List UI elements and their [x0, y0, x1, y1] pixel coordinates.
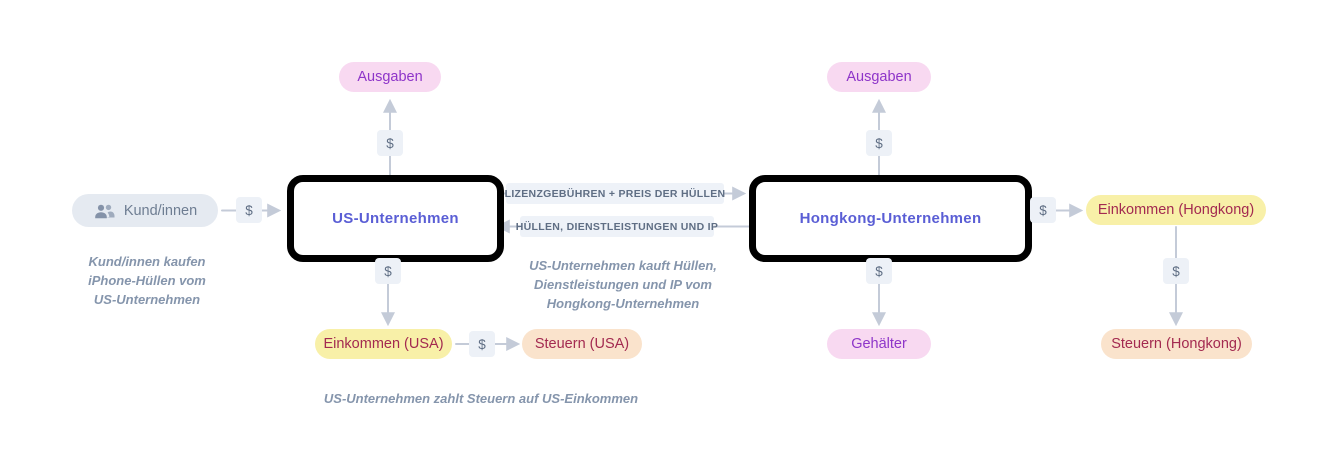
- edge-label-goods-services: HÜLLEN, DIENSTLEISTUNGEN UND IP: [516, 216, 718, 237]
- node-us-company-label: US-Unternehmen: [332, 210, 459, 227]
- node-expenses-hk-label: Ausgaben: [846, 69, 912, 85]
- dollar-symbol: $: [245, 202, 253, 218]
- edge-label-license-fees-text: LIZENZGEBÜHREN + PREIS DER HÜLLEN: [504, 187, 726, 200]
- dollar-badge-income-taxes-usa: $: [469, 331, 495, 357]
- node-taxes-usa: Steuern (USA): [522, 329, 642, 359]
- edge-label-goods-services-text: HÜLLEN, DIENSTLEISTUNGEN UND IP: [515, 220, 719, 233]
- node-income-hongkong: Einkommen (Hongkong): [1086, 195, 1266, 225]
- caption-purchase-note: US-Unternehmen kauft Hüllen, Dienstleist…: [529, 258, 717, 311]
- node-expenses-us-label: Ausgaben: [357, 69, 423, 85]
- people-icon: [95, 204, 115, 218]
- dollar-symbol: $: [1172, 263, 1180, 279]
- dollar-symbol: $: [875, 135, 883, 151]
- node-expenses-hk: Ausgaben: [827, 62, 931, 92]
- dollar-symbol: $: [1039, 202, 1047, 218]
- caption-customers-note: Kund/innen kaufen iPhone-Hüllen vom US-U…: [88, 254, 206, 307]
- node-us-company: US-Unternehmen: [287, 175, 504, 262]
- node-customers-label: Kund/innen: [123, 202, 198, 219]
- node-taxes-usa-label: Steuern (USA): [534, 336, 630, 352]
- node-expenses-us: Ausgaben: [339, 62, 441, 92]
- caption-taxes-note: US-Unternehmen zahlt Steuern auf US-Eink…: [323, 391, 639, 406]
- dollar-badge-customers-us: $: [236, 197, 262, 223]
- dollar-symbol: $: [386, 135, 394, 151]
- node-income-usa: Einkommen (USA): [315, 329, 452, 359]
- edge-label-license-fees: LIZENZGEBÜHREN + PREIS DER HÜLLEN: [504, 183, 726, 204]
- dollar-badge-us-income: $: [375, 258, 401, 284]
- dollar-badge-hk-income: $: [1030, 197, 1056, 223]
- node-taxes-hongkong-label: Steuern (Hongkong): [1111, 336, 1242, 352]
- dollar-symbol: $: [478, 336, 486, 352]
- dollar-badge-hk-expenses: $: [866, 130, 892, 156]
- dollar-symbol: $: [875, 263, 883, 279]
- node-income-hongkong-label: Einkommen (Hongkong): [1097, 202, 1255, 218]
- node-income-usa-label: Einkommen (USA): [323, 336, 444, 352]
- node-customers: Kund/innen: [72, 194, 218, 227]
- node-taxes-hongkong: Steuern (Hongkong): [1101, 329, 1252, 359]
- node-hk-company: Hongkong-Unternehmen: [749, 175, 1032, 262]
- node-salaries-label: Gehälter: [851, 336, 907, 352]
- node-hk-company-label: Hongkong-Unternehmen: [799, 210, 982, 227]
- node-salaries: Gehälter: [827, 329, 931, 359]
- dollar-badge-income-taxes-hk: $: [1163, 258, 1189, 284]
- dollar-badge-us-expenses: $: [377, 130, 403, 156]
- dollar-badge-hk-salaries: $: [866, 258, 892, 284]
- dollar-symbol: $: [384, 263, 392, 279]
